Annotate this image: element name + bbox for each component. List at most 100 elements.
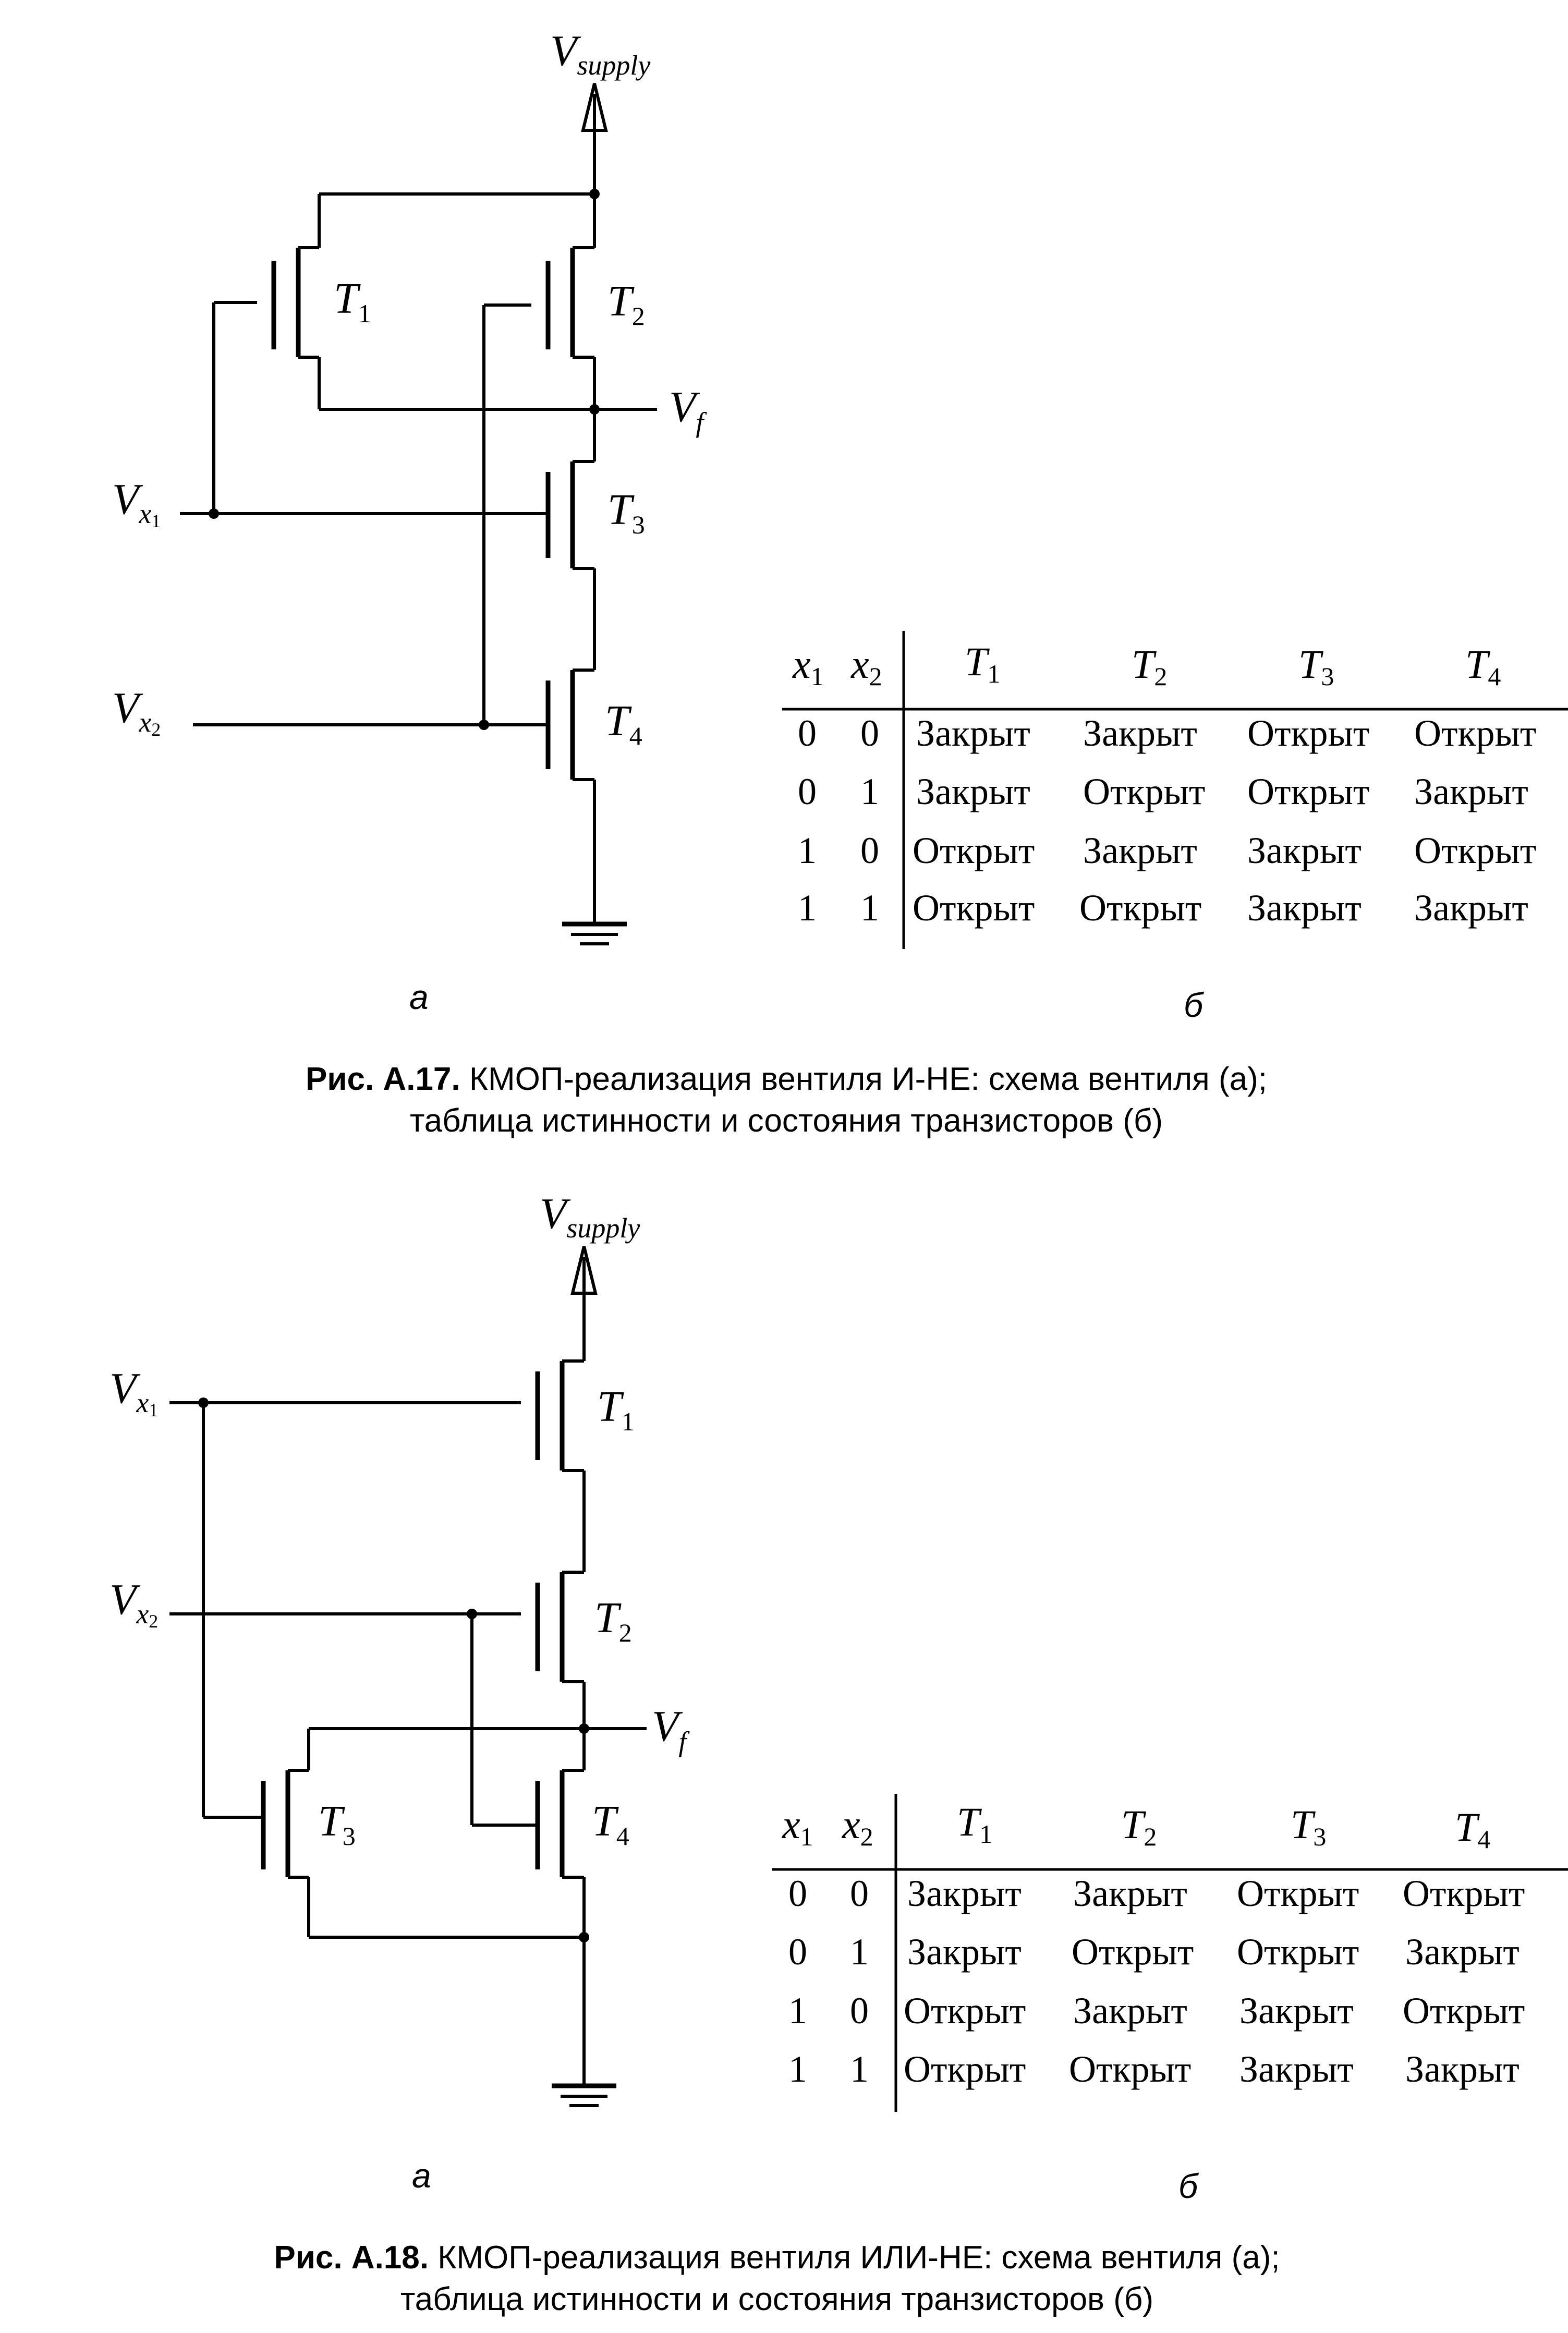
table-cell: Закрыт bbox=[1247, 887, 1362, 929]
table-cell: Закрыт bbox=[1414, 887, 1528, 929]
input1-label: Vx1 bbox=[112, 475, 161, 531]
table-cell: 1 bbox=[788, 2048, 807, 2090]
table-cell: Закрыт bbox=[916, 771, 1030, 812]
table-cell: 0 bbox=[788, 1873, 807, 1914]
t2-label: T2 bbox=[607, 277, 645, 331]
table-cell: Открыт bbox=[1414, 712, 1536, 754]
caption-line2: таблица истинности и состояния транзисто… bbox=[400, 2281, 1153, 2317]
input1-label: Vx1 bbox=[110, 1364, 158, 1420]
table-header: T1 bbox=[957, 1799, 992, 1849]
table-cell: 1 bbox=[850, 2048, 869, 2090]
supply-arrow-icon bbox=[581, 83, 608, 132]
table-header: x2 bbox=[850, 641, 882, 691]
nand-schematic bbox=[180, 83, 657, 945]
t4-label: T4 bbox=[592, 1797, 629, 1851]
table-cell: Открыт bbox=[1247, 712, 1369, 754]
table-cell: Открыт bbox=[1237, 1873, 1359, 1914]
table-cell: Закрыт bbox=[1239, 1990, 1354, 2032]
table-cell: 0 bbox=[798, 712, 817, 754]
table-cell: Открыт bbox=[1403, 1990, 1525, 2032]
part-label-a: а bbox=[412, 2156, 431, 2195]
caption-line1: Рис. А.18. КМОП-реализация вентиля ИЛИ-Н… bbox=[274, 2240, 1280, 2276]
t2-bubble bbox=[531, 298, 545, 312]
table-cell: Закрыт bbox=[1405, 2048, 1520, 2090]
part-label-a: а bbox=[409, 978, 429, 1016]
table-header: T3 bbox=[1291, 1802, 1326, 1851]
table-row: 1 0 Открыт Закрыт Закрыт Открыт bbox=[788, 1990, 1525, 2032]
table-row: 0 0 Закрыт Закрыт Открыт Открыт bbox=[798, 712, 1536, 754]
nor-schematic bbox=[169, 1246, 647, 2107]
figure-a17: Vsupply Vf Vx1 Vx2 T1 T2 T3 T4 x1 x2 T1 … bbox=[112, 27, 1568, 1139]
table-row: 1 0 Открыт Закрыт Закрыт Открыт bbox=[798, 830, 1536, 871]
t4-label: T4 bbox=[605, 697, 642, 750]
caption-line2: таблица истинности и состояния транзисто… bbox=[410, 1103, 1163, 1139]
table-cell: Закрыт bbox=[1414, 771, 1528, 812]
t3-label: T3 bbox=[607, 485, 645, 539]
figure-a18: Vsupply Vf Vx1 Vx2 T1 T2 T3 T4 x1 x2 T1 … bbox=[110, 1189, 1568, 2317]
table-cell: Закрыт bbox=[907, 1931, 1022, 1973]
table-header: x1 bbox=[792, 641, 824, 691]
table-row: 0 0 Закрыт Закрыт Открыт Открыт bbox=[788, 1873, 1525, 1914]
table-cell: Закрыт bbox=[1405, 1931, 1520, 1973]
output-label: Vf bbox=[669, 383, 707, 438]
t1-label: T1 bbox=[597, 1382, 635, 1436]
caption-line1: Рис. А.17. КМОП-реализация вентиля И-НЕ:… bbox=[306, 1061, 1267, 1097]
table-cell: Закрыт bbox=[1239, 2048, 1354, 2090]
table-cell: Открыт bbox=[1237, 1931, 1359, 1973]
table-cell: Закрыт bbox=[1083, 712, 1197, 754]
ground-icon bbox=[552, 2083, 616, 2107]
truth-table-a17: x1 x2 T1 T2 T3 T4 0 0 Закрыт Закрыт Откр… bbox=[782, 631, 1568, 949]
t1-label: T1 bbox=[334, 274, 371, 328]
table-row: 0 1 Закрыт Открыт Открыт Закрыт bbox=[788, 1931, 1520, 1973]
table-cell: 1 bbox=[798, 830, 817, 871]
table-row: 0 1 Закрыт Открыт Открыт Закрыт bbox=[798, 771, 1528, 812]
table-cell: Открыт bbox=[904, 2048, 1026, 2090]
part-label-b: б bbox=[1178, 2167, 1199, 2205]
table-cell: 0 bbox=[860, 830, 879, 871]
table-cell: Закрыт bbox=[907, 1873, 1022, 1914]
table-cell: 1 bbox=[850, 1931, 869, 1973]
table-cell: Закрыт bbox=[1073, 1990, 1187, 2032]
table-cell: Открыт bbox=[1247, 771, 1369, 812]
table-cell: Открыт bbox=[1403, 1873, 1525, 1914]
supply-label: Vsupply bbox=[550, 27, 650, 81]
table-header: T2 bbox=[1132, 641, 1167, 691]
table-header: T4 bbox=[1455, 1804, 1490, 1854]
table-row: 1 1 Открыт Открыт Закрыт Закрыт bbox=[798, 887, 1528, 929]
supply-label: Vsupply bbox=[540, 1189, 640, 1244]
table-cell: 0 bbox=[788, 1931, 807, 1973]
table-cell: 1 bbox=[798, 887, 817, 929]
table-cell: 0 bbox=[798, 771, 817, 812]
truth-table-a18: x1 x2 T1 T2 T3 T4 0 0 Закрыт Закрыт Откр… bbox=[772, 1794, 1568, 2112]
table-header: T3 bbox=[1298, 641, 1334, 691]
table-cell: Открыт bbox=[1072, 1931, 1194, 1973]
table-cell: Открыт bbox=[1069, 2048, 1191, 2090]
table-row: 1 1 Открыт Открыт Закрыт Закрыт bbox=[788, 2048, 1520, 2090]
table-header: x2 bbox=[842, 1802, 873, 1851]
part-label-b: б bbox=[1184, 986, 1205, 1024]
table-cell: Открыт bbox=[1414, 830, 1536, 871]
table-header: T2 bbox=[1121, 1802, 1157, 1851]
table-cell: Открыт bbox=[904, 1990, 1026, 2032]
table-cell: 0 bbox=[850, 1873, 869, 1914]
output-label: Vf bbox=[652, 1702, 690, 1757]
table-cell: 0 bbox=[850, 1990, 869, 2032]
table-header: T4 bbox=[1465, 641, 1501, 691]
input2-label: Vx2 bbox=[112, 684, 161, 740]
t1-bubble bbox=[521, 1396, 534, 1409]
table-cell: Закрыт bbox=[1247, 830, 1362, 871]
table-cell: 1 bbox=[860, 771, 879, 812]
table-cell: 0 bbox=[860, 712, 879, 754]
t3-label: T3 bbox=[318, 1797, 356, 1851]
table-cell: Открыт bbox=[913, 830, 1035, 871]
table-cell: Открыт bbox=[913, 887, 1035, 929]
input2-label: Vx2 bbox=[110, 1575, 158, 1632]
table-cell: Открыт bbox=[1083, 771, 1205, 812]
table-cell: 1 bbox=[788, 1990, 807, 2032]
table-cell: Закрыт bbox=[916, 712, 1030, 754]
table-header: T1 bbox=[965, 639, 1000, 688]
t1-bubble bbox=[257, 296, 271, 309]
table-cell: Закрыт bbox=[1073, 1873, 1187, 1914]
table-header: x1 bbox=[782, 1802, 813, 1851]
table-cell: Открыт bbox=[1079, 887, 1201, 929]
